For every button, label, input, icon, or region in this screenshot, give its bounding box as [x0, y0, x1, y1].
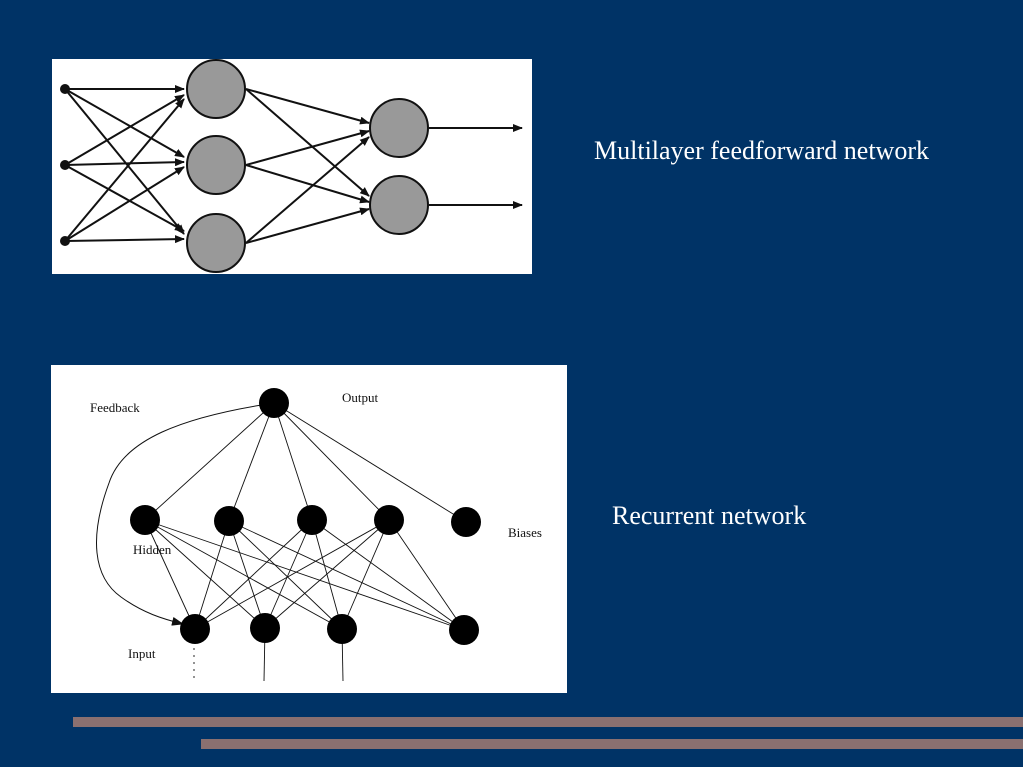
decorative-stripe: [201, 739, 1023, 749]
input-nodes: [60, 84, 70, 246]
edge: [194, 519, 313, 630]
hidden-node: [186, 213, 246, 273]
input-node: [327, 614, 357, 644]
hidden-node: [186, 59, 246, 119]
edge: [144, 519, 343, 630]
edge: [311, 519, 465, 631]
edge: [144, 402, 275, 521]
edge: [194, 519, 390, 630]
recurrent-edges: [96, 402, 467, 683]
edge: [64, 98, 185, 242]
edge: [245, 88, 370, 125]
feedforward-caption: Multilayer feedforward network: [594, 136, 929, 165]
edge: [245, 207, 370, 244]
edge: [341, 519, 390, 630]
edge: [228, 520, 343, 630]
hidden-label: Hidden: [133, 542, 172, 557]
edge: [388, 519, 465, 631]
edge: [144, 519, 266, 629]
output-node: [259, 388, 289, 418]
edge: [64, 88, 185, 158]
edge: [264, 519, 390, 629]
edge: [273, 402, 313, 521]
edge: [64, 158, 185, 167]
edge: [228, 402, 275, 522]
edge: [194, 520, 230, 630]
recurrent-caption: Recurrent network: [612, 501, 807, 530]
recurrent-nodes: [130, 388, 481, 645]
input-node: [250, 613, 280, 643]
input-label: Input: [128, 646, 156, 661]
input-node: [60, 236, 70, 246]
edge: [64, 88, 185, 235]
input-node: [60, 160, 70, 170]
edge: [64, 94, 185, 166]
recurrent-diagram: Feedback Output Hidden Biases Input: [51, 365, 567, 693]
output-label: Output: [342, 390, 379, 405]
edge: [245, 129, 370, 166]
output-nodes: [369, 98, 429, 235]
feedback-label: Feedback: [90, 400, 140, 415]
decorative-stripe: [73, 717, 1023, 727]
output-node: [369, 175, 429, 235]
edge: [64, 164, 185, 232]
input-node: [449, 615, 479, 645]
edge: [228, 520, 266, 629]
feedforward-diagram: [52, 59, 532, 274]
hidden-node: [214, 506, 244, 536]
edge: [273, 402, 467, 523]
hidden-node: [297, 505, 327, 535]
feedforward-svg: [60, 59, 523, 273]
edge: [228, 520, 465, 631]
edge: [245, 88, 370, 197]
output-node: [369, 98, 429, 158]
input-node: [180, 614, 210, 644]
recurrent-svg: Feedback Output Hidden Biases Input: [90, 388, 542, 683]
edge: [264, 519, 313, 629]
hidden-node: [130, 505, 160, 535]
edge: [64, 235, 185, 244]
edge: [245, 136, 370, 244]
edge: [245, 164, 370, 204]
biases-label: Biases: [508, 525, 542, 540]
edge: [144, 519, 196, 630]
hidden-nodes: [186, 59, 246, 273]
feedback-curve: [96, 402, 275, 626]
feedforward-edges: [64, 85, 523, 244]
edge: [273, 402, 390, 521]
edge: [144, 519, 465, 631]
bias-node: [451, 507, 481, 537]
input-node: [60, 84, 70, 94]
edge: [64, 166, 185, 242]
hidden-node: [186, 135, 246, 195]
hidden-node: [374, 505, 404, 535]
